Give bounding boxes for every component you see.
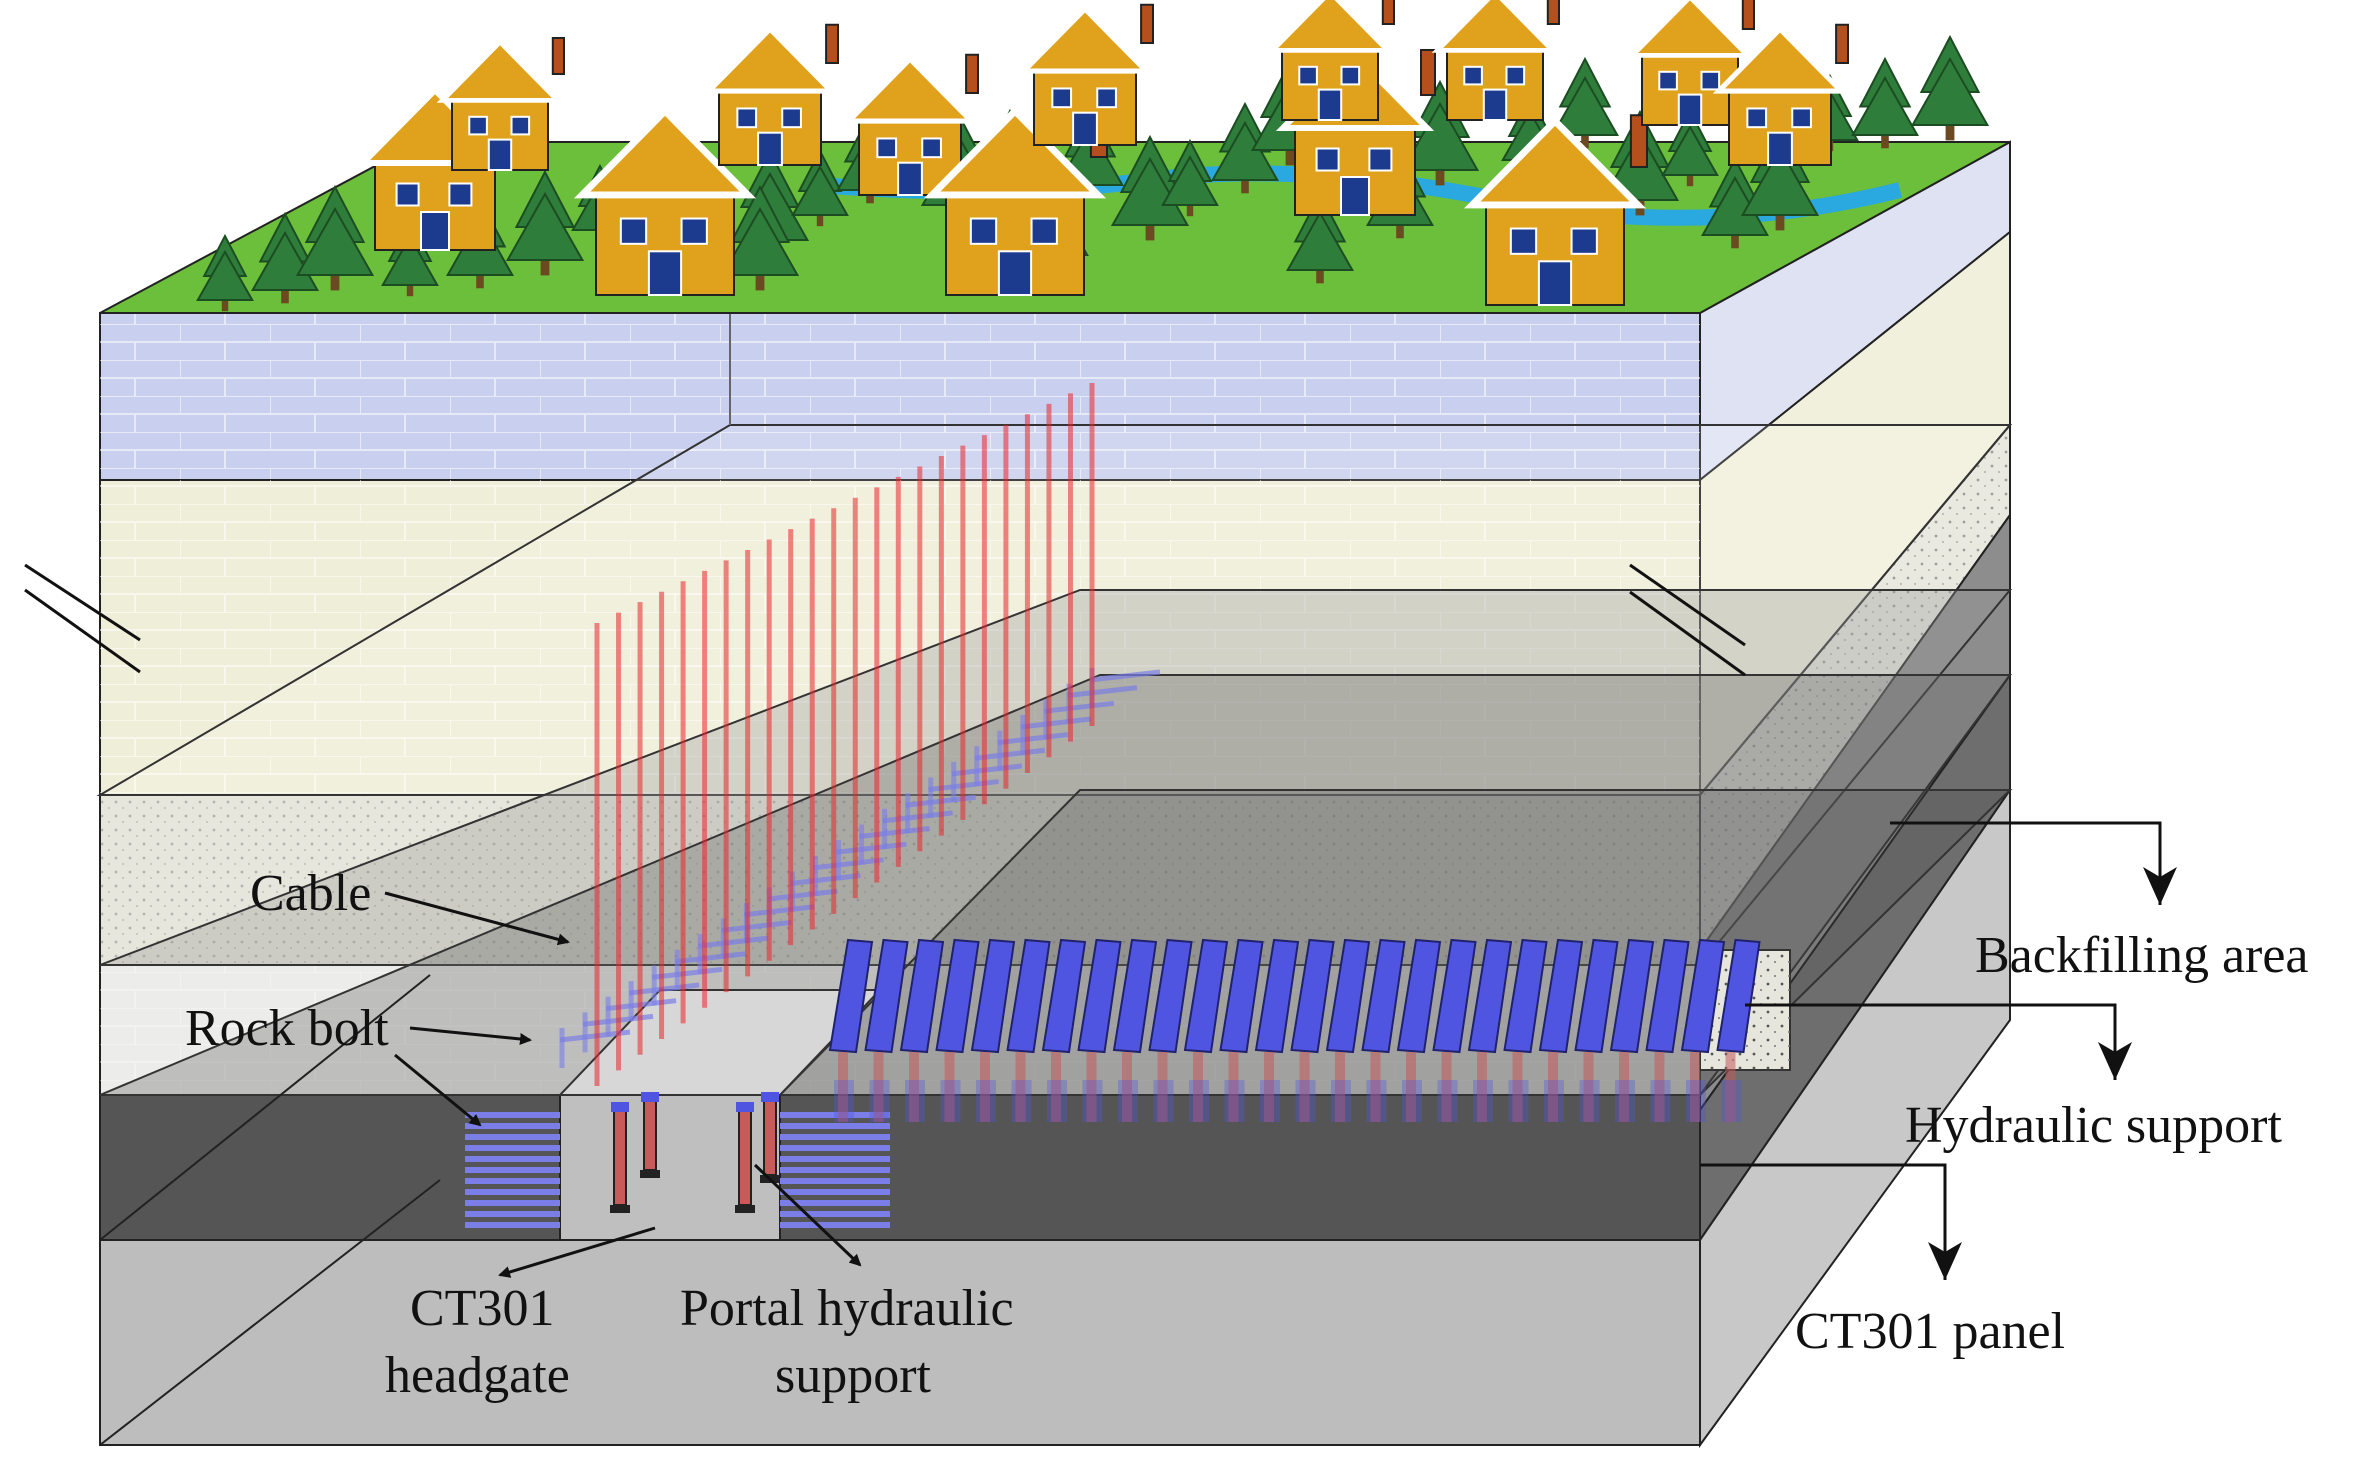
annotations: Cable Rock bolt CT301 headgate Portal hy… (185, 821, 2309, 1404)
label-cable: Cable (250, 865, 371, 922)
portal-support (760, 1092, 780, 1183)
tree-icon (1850, 56, 1920, 149)
portal-support (640, 1092, 660, 1178)
tree-icon (295, 184, 375, 291)
house-icon (1712, 23, 1849, 166)
house-icon (1017, 3, 1154, 146)
hydraulic-support-unit (1219, 938, 1264, 1122)
rock-bolt (721, 919, 792, 933)
tree-icon (1550, 56, 1620, 149)
tree-icon (791, 148, 849, 227)
label-rock-bolt: Rock bolt (185, 1000, 389, 1057)
rock-bolt (697, 935, 769, 949)
hydraulic-support-unit (1290, 938, 1335, 1122)
rock-bolt (1020, 716, 1092, 730)
house-icon (1463, 114, 1649, 306)
hydraulic-support-unit (899, 938, 945, 1122)
hydraulic-support-unit (1716, 938, 1761, 1122)
houses (355, 0, 1849, 306)
house-icon (1266, 0, 1396, 121)
hydraulic-support-unit (1538, 938, 1584, 1122)
rock-bolt (767, 888, 838, 902)
label-panel: CT301 panel (1795, 1303, 2065, 1360)
hydraulic-support-unit (970, 938, 1016, 1122)
rock-bolt (997, 732, 1069, 746)
tree-icon (1161, 138, 1219, 217)
rock-bolts (465, 668, 1161, 1228)
label-headgate-1: CT301 (410, 1280, 554, 1337)
house-icon (1626, 0, 1756, 126)
label-headgate-2: headgate (385, 1347, 570, 1404)
label-backfilling: Backfilling area (1975, 927, 2309, 984)
tree-icon (1910, 34, 1990, 141)
portal-support (735, 1102, 755, 1213)
hydraulic-support-unit (1077, 938, 1122, 1122)
rock-bolt (1043, 700, 1115, 714)
hydraulic-support-unit (1503, 938, 1548, 1122)
rock-bolt (1089, 669, 1161, 683)
hydraulic-support-unit (1432, 938, 1477, 1122)
portal-support (610, 1102, 630, 1213)
cables (571, 375, 1095, 1090)
hydraulic-support-unit (1467, 938, 1513, 1122)
hydraulic-support-unit (1396, 938, 1442, 1122)
tree-icon (720, 184, 800, 291)
house-icon (842, 53, 979, 196)
hydraulic-support-unit (1006, 938, 1051, 1122)
hydraulic-support-unit (1361, 938, 1406, 1122)
rock-bolt (790, 872, 861, 886)
hydraulic-support-unit (1254, 938, 1300, 1122)
hydraulic-support-unit (1645, 938, 1690, 1122)
tree-icon (505, 169, 585, 276)
rock-bolt (744, 904, 815, 918)
tree-icon (196, 233, 254, 312)
hydraulic-support-unit (1574, 938, 1619, 1122)
house-icon (436, 37, 565, 172)
label-portal-2: support (775, 1347, 932, 1404)
hydraulic-support-unit (1609, 938, 1655, 1122)
hydraulic-support-unit (864, 938, 909, 1122)
label-portal-1: Portal hydraulic (680, 1280, 1014, 1337)
rock-bolt (1066, 685, 1138, 699)
rock-bolt (674, 951, 746, 965)
right-side-face (1699, 140, 2011, 1449)
fault-marks (24, 563, 1746, 677)
hydraulic-support-unit (828, 938, 874, 1122)
house-icon (1431, 0, 1561, 121)
rock-bolt (813, 857, 884, 871)
tree-icon (1661, 108, 1719, 187)
hydraulic-supports (828, 938, 1761, 1122)
hydraulic-support-unit (1041, 938, 1087, 1122)
hydraulic-support-unit (1325, 938, 1371, 1122)
hydraulic-support-unit (1112, 938, 1158, 1122)
house-icon (923, 104, 1109, 297)
hydraulic-support-unit (1148, 938, 1193, 1122)
label-hydraulic-support: Hydraulic support (1905, 1097, 2282, 1154)
hydraulic-support-unit (1183, 938, 1229, 1122)
hydraulic-support-unit (1680, 938, 1726, 1122)
hydraulic-support-unit (935, 938, 980, 1122)
house-icon (702, 23, 839, 166)
tree-icon (1285, 191, 1355, 284)
tree-icon (1110, 134, 1190, 241)
